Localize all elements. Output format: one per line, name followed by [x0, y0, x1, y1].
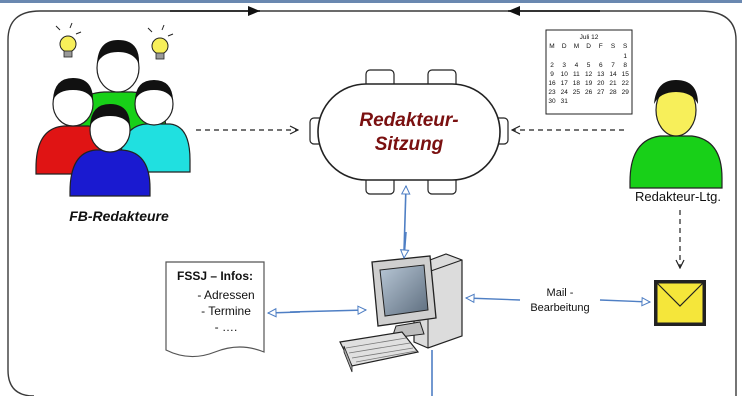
meeting-title-line1: Redakteur-	[359, 110, 458, 131]
document-item-1: - Adressen	[197, 288, 254, 302]
mail-envelope-icon	[654, 280, 706, 326]
calendar-day: 1	[623, 53, 627, 60]
calendar-day: 18	[573, 80, 581, 87]
calendar-day: 28	[609, 89, 617, 96]
calendar-day: 26	[585, 89, 593, 96]
calendar-day: 5	[587, 62, 591, 69]
lead-label: Redakteur-Ltg.	[635, 189, 721, 204]
calendar-day: 21	[609, 80, 617, 87]
calendar-day: 8	[623, 62, 627, 69]
outer-frame	[7, 10, 737, 396]
arrow-computer-to-meeting	[404, 186, 406, 253]
document-item-2: - Termine	[201, 304, 251, 318]
calendar-day: 16	[548, 80, 556, 87]
meeting-title-line2: Sitzung	[375, 134, 444, 155]
calendar-day: 7	[611, 62, 615, 69]
person-green-hair	[97, 40, 140, 64]
calendar-day: 17	[561, 80, 569, 87]
calendar-month: Juli 12	[580, 34, 599, 41]
info-document: FSSJ – Infos: - Adressen - Termine - ….	[165, 261, 265, 358]
calendar-day: 27	[597, 89, 605, 96]
calendar-day: 4	[575, 62, 579, 69]
calendar-weekday: D	[586, 43, 591, 50]
lead-editor-person	[629, 80, 723, 189]
top-band	[0, 0, 742, 3]
lightbulb-icon	[147, 24, 174, 60]
arrow-meeting-to-computer	[404, 231, 406, 258]
calendar-day: 6	[599, 62, 603, 69]
calendar-day: 19	[585, 80, 593, 87]
monitor-screen	[379, 264, 429, 317]
document-title: FSSJ – Infos:	[177, 269, 253, 283]
document-shape	[165, 261, 265, 358]
meeting-table: Redakteur- Sitzung	[309, 69, 509, 195]
calendar-day: 9	[550, 71, 554, 78]
lead-body	[629, 135, 723, 189]
editors-group	[35, 22, 191, 197]
calendar-day: 25	[573, 89, 581, 96]
calendar-weekday: S	[623, 43, 628, 50]
computer-icon	[339, 253, 463, 373]
calendar-weekday: M	[574, 43, 579, 50]
calendar-day: 3	[562, 62, 566, 69]
calendar-day: 11	[573, 71, 580, 78]
table-top	[317, 83, 501, 181]
person-blue-body	[69, 149, 151, 197]
mail-label-line1: Mail -	[547, 287, 574, 299]
calendar-day: 10	[561, 71, 569, 78]
calendar-day: 12	[585, 71, 593, 78]
document-item-3: - ….	[215, 320, 238, 334]
calendar-day: 24	[561, 89, 569, 96]
calendar-weekday: M	[549, 43, 554, 50]
calendar-day: 31	[561, 98, 569, 105]
calendar-day: 30	[548, 98, 556, 105]
calendar-day: 20	[597, 80, 605, 87]
lightbulb-icon	[55, 22, 82, 58]
calendar-weekday: F	[599, 43, 603, 50]
calendar-weekday: D	[562, 43, 567, 50]
mail-label-line2: Bearbeitung	[530, 302, 589, 314]
group-label: FB-Redakteure	[69, 208, 169, 224]
calendar-day: 13	[597, 71, 605, 78]
calendar-day: 22	[622, 80, 630, 87]
calendar-day: 2	[550, 62, 554, 69]
arrow-to-mail	[599, 300, 650, 302]
calendar-day: 15	[622, 71, 630, 78]
calendar-day: 29	[622, 89, 630, 96]
calendar-weekday: S	[611, 43, 616, 50]
arrow-to-computer-left	[289, 310, 366, 312]
arrow-to-computer-right	[466, 298, 521, 300]
calendar-day: 14	[609, 71, 617, 78]
calendar-day: 23	[548, 89, 556, 96]
